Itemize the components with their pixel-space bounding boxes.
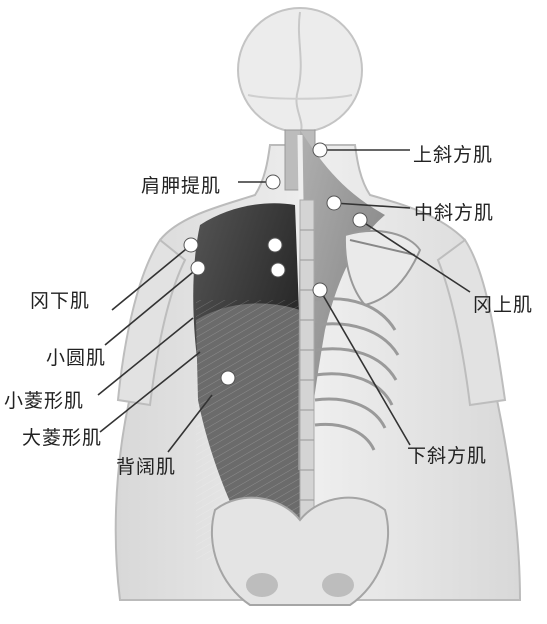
- label-latissimus-dorsi: 背阔肌: [116, 452, 176, 479]
- marker-middle-trapezius: [327, 196, 341, 210]
- label-rhomboid-minor: 小菱形肌: [4, 386, 84, 413]
- marker-levator-scapulae: [266, 175, 280, 189]
- spine: [300, 200, 314, 530]
- label-middle-trapezius: 中斜方肌: [414, 198, 494, 225]
- marker-infraspinatus: [184, 238, 198, 252]
- label-infraspinatus: 冈下肌: [30, 286, 90, 313]
- label-teres-minor: 小圆肌: [46, 343, 106, 370]
- marker-upper-trapezius: [313, 143, 327, 157]
- marker-rhomboid-minor: [268, 238, 282, 252]
- marker-latissimus-dorsi: [221, 371, 235, 385]
- marker-supraspinatus: [353, 213, 367, 227]
- marker-lower-trapezius: [313, 283, 327, 297]
- marker-teres-minor: [191, 261, 205, 275]
- label-levator-scapulae: 肩胛提肌: [141, 171, 221, 198]
- label-rhomboid-major: 大菱形肌: [22, 423, 102, 450]
- marker-rhomboid-major: [271, 263, 285, 277]
- label-supraspinatus: 冈上肌: [473, 290, 533, 317]
- label-lower-trapezius: 下斜方肌: [407, 441, 487, 468]
- label-upper-trapezius: 上斜方肌: [413, 140, 493, 167]
